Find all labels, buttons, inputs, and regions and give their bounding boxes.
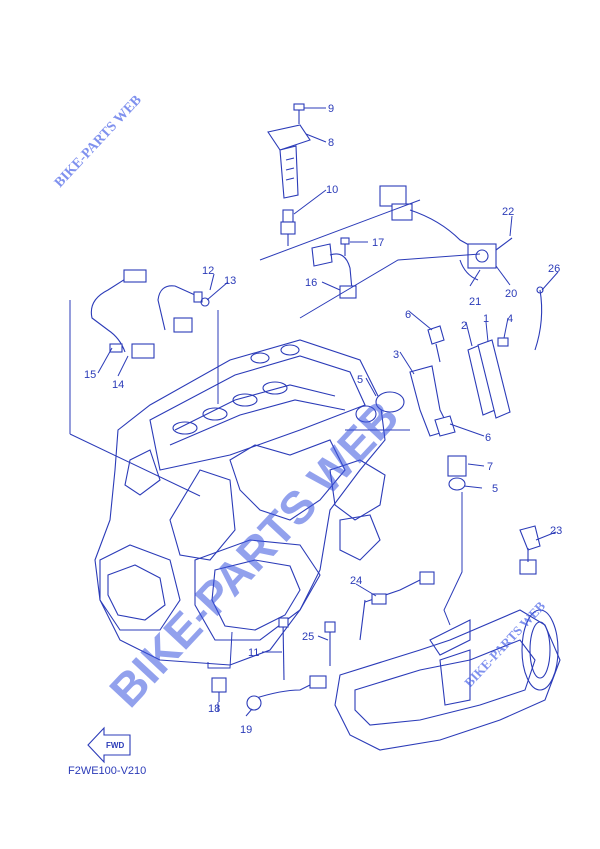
sensor-16 (311, 243, 357, 299)
callout-25: 25 (302, 631, 314, 643)
callout-5b: 5 (492, 483, 498, 495)
ignition-coil (267, 124, 311, 199)
callout-10: 10 (326, 184, 338, 196)
callout-22: 22 (502, 206, 514, 218)
callout-13: 13 (224, 275, 236, 287)
callout-18: 18 (208, 703, 220, 715)
callout-15: 15 (84, 369, 96, 381)
callout-21: 21 (469, 296, 481, 308)
exhaust-assembly (334, 609, 561, 751)
spark-plug (280, 209, 296, 246)
cable-tie-25 (324, 621, 336, 666)
coil-bolt (293, 103, 305, 124)
sensor-12 (157, 285, 210, 333)
sensor-24 (359, 571, 435, 641)
watermark-bottom-right: BIKE-PARTS WEB (461, 598, 548, 690)
callout-4: 4 (507, 313, 513, 325)
callout-16: 16 (305, 277, 317, 289)
sensor-19 (246, 675, 327, 711)
callout-12: 12 (202, 265, 214, 277)
callout-20: 20 (505, 288, 517, 300)
callout-9: 9 (328, 103, 334, 115)
bolt-17 (340, 237, 350, 256)
cable-tie-11 (278, 617, 289, 681)
sensor-14 (90, 269, 155, 359)
callout-7: 7 (487, 461, 493, 473)
forward-label: FWD (106, 741, 124, 750)
leader-lines (69, 107, 559, 717)
callout-23: 23 (550, 525, 562, 537)
bracket-assembly (409, 325, 511, 437)
engine-block (94, 339, 386, 666)
callout-24: 24 (350, 575, 362, 587)
callout-2: 2 (461, 320, 467, 332)
callout-8: 8 (328, 137, 334, 149)
callout-6a: 6 (405, 309, 411, 321)
callout-19: 19 (240, 724, 252, 736)
callout-11: 11 (248, 647, 259, 659)
mount-rubber (355, 391, 467, 491)
callout-5a: 5 (357, 374, 363, 386)
callout-labels: 1 2 3 4 5 5 6 6 7 8 9 10 11 12 13 14 15 … (84, 103, 562, 736)
diagram-code: F2WE100-V210 (68, 765, 146, 777)
forward-arrow-icon: FWD (87, 726, 131, 764)
callout-6b: 6 (485, 432, 491, 444)
callout-14: 14 (112, 379, 124, 391)
watermark-top-left: BIKE-PARTS WEB (52, 93, 145, 191)
callout-17: 17 (372, 237, 384, 249)
connector-23 (519, 525, 541, 575)
wire-26 (534, 286, 544, 351)
sensor-18 (211, 677, 227, 702)
callout-3: 3 (393, 349, 399, 361)
callout-1: 1 (483, 313, 489, 325)
sensor-harness-20 (379, 185, 513, 281)
callout-26: 26 (548, 263, 560, 275)
